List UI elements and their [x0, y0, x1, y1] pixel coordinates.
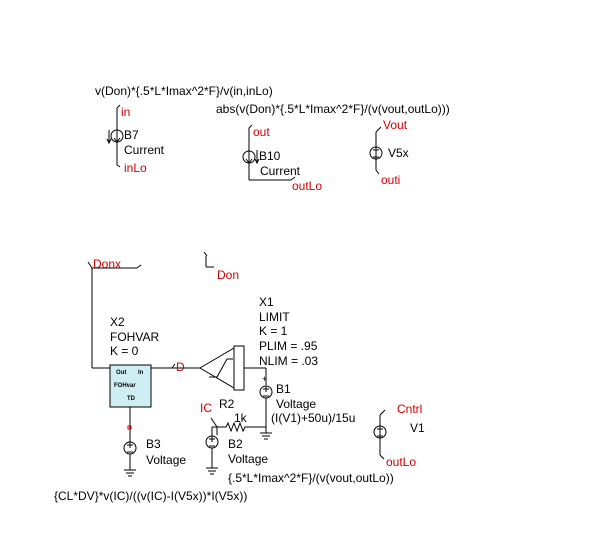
- x2-pin-td: TD: [127, 396, 136, 402]
- x1-name: X1: [259, 295, 274, 309]
- netlabel-outlo-v1: outLo: [386, 455, 416, 469]
- b10-type: Current: [260, 164, 301, 178]
- net-donx: Donx: [87, 257, 142, 369]
- b7-current-source[interactable]: v(Don)*{.5*L*Imax^2*F}/v(in,inLo) in B7 …: [95, 84, 273, 175]
- x1-model: LIMIT: [259, 310, 290, 324]
- r2-resistor[interactable]: R2 1k: [217, 397, 266, 433]
- x1-plim: PLIM = .95: [259, 339, 318, 353]
- netlabel-in: in: [121, 105, 130, 119]
- x2-param: K = 0: [110, 344, 139, 358]
- x2-pin-in: In: [138, 370, 144, 376]
- r2-value: 1k: [234, 411, 248, 425]
- b7-expression: v(Don)*{.5*L*Imax^2*F}/v(in,inLo): [95, 84, 273, 98]
- b2-expression: {.5*L*Imax^2*F}/(v(vout,outLo)): [228, 471, 394, 485]
- netlabel-outi: outi: [381, 173, 400, 187]
- b2-voltage-source[interactable]: IC B2 Voltage {.5*L*Imax^2*F}/(v(vout,ou…: [200, 401, 394, 485]
- v5x-voltage-source[interactable]: Vout V5x outi: [369, 118, 409, 187]
- b10-name: B10: [259, 149, 281, 163]
- netlabel-donx: Donx: [93, 257, 121, 271]
- b1-type: Voltage: [276, 397, 316, 411]
- v1-name: V1: [410, 421, 425, 435]
- b3-type: Voltage: [146, 453, 186, 467]
- x2-body-label: FOHvar: [114, 383, 136, 389]
- ground-symbol: [260, 427, 272, 440]
- b7-name: B7: [124, 128, 139, 142]
- x1-limit-block[interactable]: X1 LIMIT K = 1 PLIM = .95 NLIM = .03: [199, 295, 318, 391]
- netlabel-vout: Vout: [383, 118, 408, 132]
- r2-name: R2: [219, 397, 235, 411]
- b1-expression: (I(V1)+50u)/15u: [271, 411, 355, 425]
- b2-type: Voltage: [228, 452, 268, 466]
- b10-expression: abs(v(Don)*{.5*L*Imax^2*F}/(v(vout,outLo…: [216, 102, 450, 116]
- b2-name: B2: [228, 437, 243, 451]
- b3-expression: {CL*DV}*v(IC)/((v(IC)-I(V5x))*I(V5x)): [54, 489, 247, 503]
- b7-type: Current: [124, 143, 165, 157]
- netlabel-don: Don: [217, 268, 239, 282]
- x1-nlim: NLIM = .03: [259, 354, 318, 368]
- net-don: Don: [203, 251, 239, 282]
- v1-voltage-source[interactable]: Cntrl V1 outLo: [373, 402, 425, 469]
- x2-pin-out: Out: [116, 370, 126, 376]
- netlabel-out: out: [253, 125, 270, 139]
- netlabel-outlo-b10: outLo: [292, 179, 322, 193]
- netlabel-inlo: inLo: [124, 161, 147, 175]
- netlabel-d: D: [176, 360, 185, 374]
- v5x-name: V5x: [388, 146, 409, 160]
- netlabel-cntrl: Cntrl: [397, 402, 422, 416]
- x1-k: K = 1: [259, 324, 288, 338]
- svg-text:+: +: [262, 374, 267, 384]
- x2-model: FOHVAR: [110, 330, 159, 344]
- b1-voltage-source[interactable]: + B1 Voltage (I(V1)+50u)/15u: [259, 374, 355, 427]
- b3-name: B3: [146, 437, 161, 451]
- x2-name: X2: [110, 315, 125, 329]
- x2-fohvar-block[interactable]: X2 FOHVAR K = 0 Out In FOHvar TD D: [109, 315, 200, 442]
- b10-current-source[interactable]: abs(v(Don)*{.5*L*Imax^2*F}/(v(vout,outLo…: [216, 102, 450, 193]
- netlabel-ic: IC: [200, 401, 212, 415]
- b1-name: B1: [276, 382, 291, 396]
- b3-voltage-source[interactable]: B3 Voltage {CL*DV}*v(IC)/((v(IC)-I(V5x))…: [54, 437, 247, 503]
